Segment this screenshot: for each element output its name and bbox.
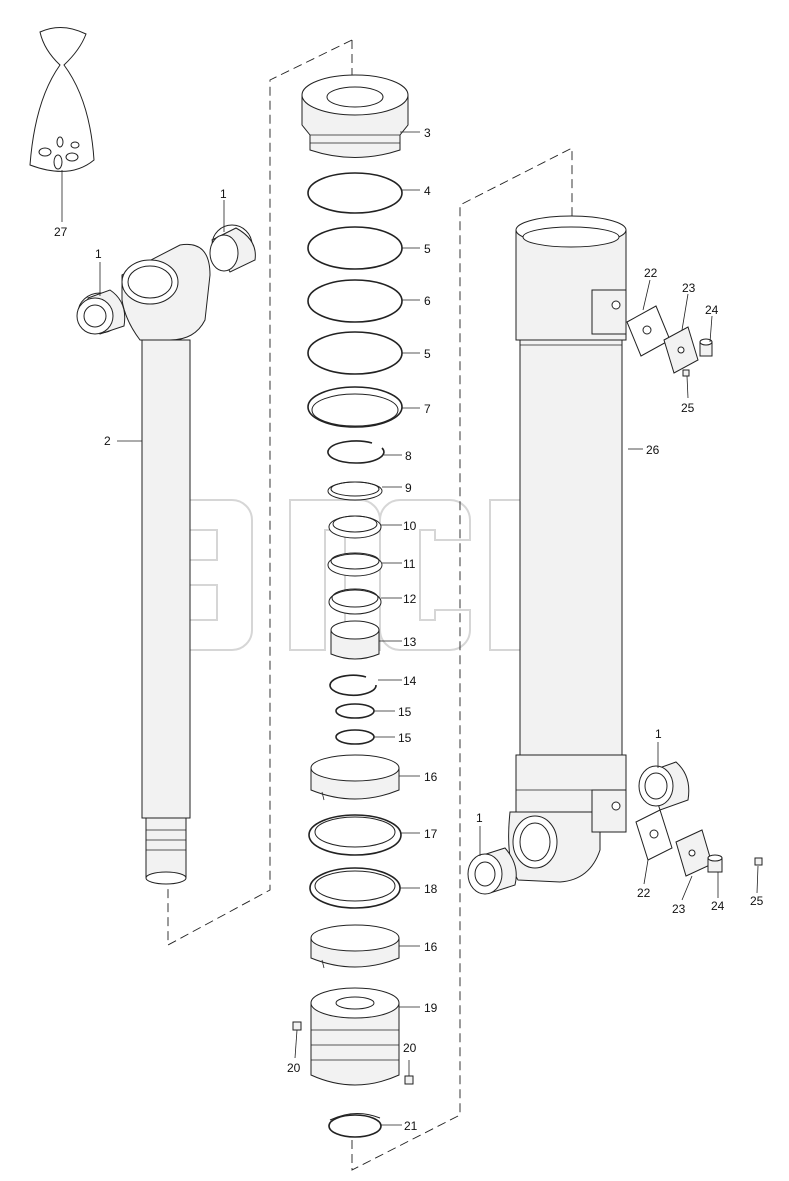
piston-19 [310,987,400,1086]
bushing-1d [467,847,517,895]
cover-plate-23a [663,326,699,374]
callout-5a: 5 [424,242,431,256]
callout-11: 11 [403,557,416,571]
callout-24b: 24 [711,899,725,913]
callout-3: 3 [424,126,431,140]
bushing-1c [638,761,690,811]
callout-7: 7 [424,402,431,416]
callout-21: 21 [404,1119,418,1133]
callout-20b: 20 [403,1041,417,1055]
callout-1a: 1 [220,187,227,201]
grease-nipple-24b [707,854,723,873]
callout-17: 17 [424,827,438,841]
protective-bag [29,27,95,172]
callout-1b: 1 [95,247,102,261]
callout-24a: 24 [705,303,719,317]
callout-15b: 15 [398,731,412,745]
callout-22b: 22 [637,886,651,900]
callout-25b: 25 [750,894,764,908]
shim-plate-22a [626,305,671,357]
snap-ring-8 [327,440,385,464]
callout-25a: 25 [681,401,695,415]
seal-ring-4 [307,172,403,214]
seal-ring-5a [307,226,403,270]
callout-20a: 20 [287,1061,301,1075]
callout-8: 8 [405,449,412,463]
callout-14: 14 [403,674,417,688]
seal-ring-5b [307,331,403,375]
cylinder-tube [508,215,627,883]
set-screw-20b [404,1075,414,1085]
shim-plate-22b [635,809,673,861]
callout-15a: 15 [398,705,412,719]
seal-ring-11 [327,552,383,577]
callout-10: 10 [403,519,417,533]
callout-9: 9 [405,481,412,495]
o-ring-15b [335,729,375,745]
leader-lines [61,131,759,1126]
callout-16a: 16 [424,770,438,784]
seal-ring-12 [328,588,382,615]
bolt-25b [754,857,763,866]
seal-ring-10 [328,515,382,539]
callout-27: 27 [54,225,68,239]
o-ring-15a [335,703,375,719]
callouts: 27 1 1 2 3 4 5 6 5 7 8 9 10 11 12 13 14 … [54,126,764,1133]
seal-ring-18 [309,867,401,909]
wear-ring-16a [310,754,400,801]
callout-1c: 1 [655,727,662,741]
assembly-lines [167,39,573,1171]
callout-26: 26 [646,443,660,457]
callout-23a: 23 [682,281,696,295]
callout-23b: 23 [672,902,686,916]
wear-ring-16b [310,924,400,969]
callout-4: 4 [424,184,431,198]
seal-ring-7 [307,386,403,428]
callout-2: 2 [104,434,111,448]
callout-13: 13 [403,635,417,649]
bushing-1b [76,289,126,335]
callout-1d: 1 [476,811,483,825]
grease-nipple-24a [699,338,713,357]
cylinder-head-gland [301,74,409,158]
callout-16b: 16 [424,940,438,954]
seal-ring-9 [327,481,383,501]
snap-ring-14 [329,674,377,697]
bushing-1a [209,227,256,273]
callout-6: 6 [424,294,431,308]
callout-12: 12 [403,592,417,606]
callout-19: 19 [424,1001,438,1015]
callout-18: 18 [424,882,438,896]
callout-5b: 5 [424,347,431,361]
seal-ring-17 [308,814,402,856]
seal-ring-6 [307,279,403,323]
lock-ring-21 [328,1113,382,1138]
bushing-13 [330,620,380,660]
callout-22a: 22 [644,266,658,280]
bolt-25a [682,369,690,377]
set-screw-20a [292,1021,302,1031]
cover-plate-23b [675,829,713,877]
